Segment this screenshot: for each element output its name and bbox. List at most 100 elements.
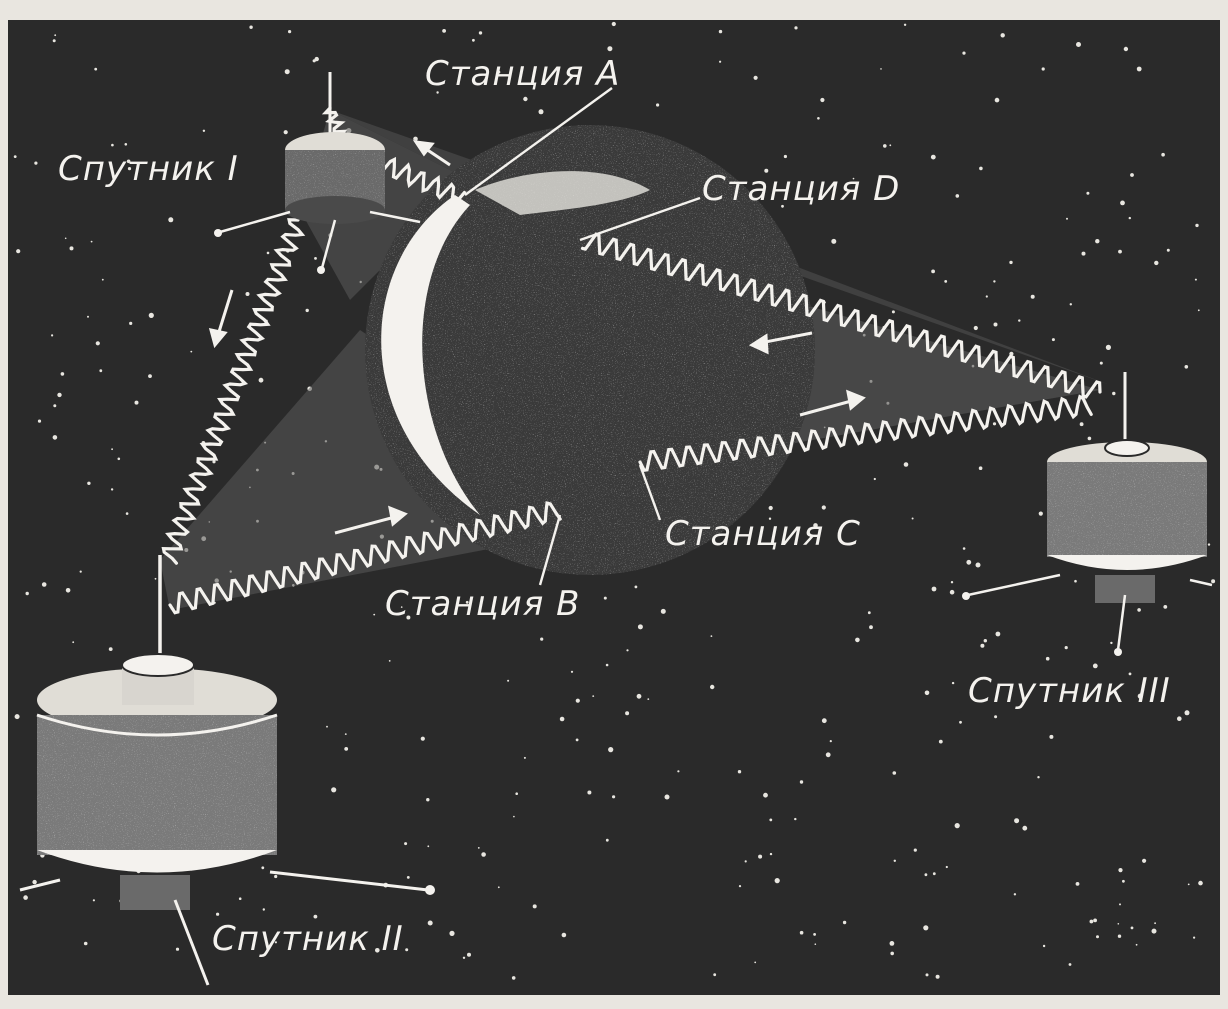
star xyxy=(570,670,574,673)
star xyxy=(110,488,114,491)
star xyxy=(57,392,62,398)
star xyxy=(975,562,981,568)
star xyxy=(603,596,607,600)
star xyxy=(710,684,715,690)
star xyxy=(993,322,998,327)
star xyxy=(1105,344,1111,350)
star xyxy=(202,129,206,132)
star xyxy=(1092,663,1098,669)
star xyxy=(388,660,391,662)
leader-lines xyxy=(464,87,701,586)
star xyxy=(913,848,917,852)
satellite-2 xyxy=(19,555,435,986)
star xyxy=(983,639,987,643)
star xyxy=(32,879,37,885)
star xyxy=(436,91,439,94)
star xyxy=(647,698,650,700)
star xyxy=(825,752,831,758)
star xyxy=(1041,67,1045,71)
star xyxy=(406,615,411,620)
leader-station-b xyxy=(538,514,562,586)
star xyxy=(1095,239,1100,244)
star xyxy=(758,854,763,859)
satellite-1 xyxy=(214,72,421,274)
star xyxy=(559,716,565,722)
star xyxy=(1154,260,1159,266)
star xyxy=(1193,936,1196,939)
star xyxy=(125,512,129,515)
star xyxy=(738,885,742,888)
star xyxy=(664,794,670,800)
star xyxy=(1128,672,1132,676)
label-station-c: Станция C xyxy=(665,514,861,554)
star xyxy=(867,611,871,615)
earth-lit-crescent xyxy=(381,195,480,515)
star xyxy=(1064,646,1068,650)
star xyxy=(1110,641,1113,645)
star xyxy=(966,559,972,565)
star xyxy=(1045,656,1050,661)
arrow-to-sat3 xyxy=(799,389,866,417)
star xyxy=(25,591,29,596)
star xyxy=(375,948,380,953)
star xyxy=(51,334,54,337)
star xyxy=(938,739,943,744)
star xyxy=(117,457,121,461)
star xyxy=(1075,882,1080,886)
label-satellite-3: Спутник III xyxy=(968,671,1171,711)
star xyxy=(274,941,277,944)
star xyxy=(23,895,28,900)
star xyxy=(931,586,937,592)
star xyxy=(781,204,784,208)
star xyxy=(1087,436,1092,441)
star xyxy=(60,372,65,376)
star xyxy=(148,312,154,318)
star xyxy=(148,374,152,378)
star xyxy=(945,865,948,869)
star xyxy=(979,166,983,171)
star xyxy=(869,625,873,630)
star xyxy=(611,21,616,27)
star xyxy=(799,930,804,935)
star xyxy=(880,68,882,70)
star xyxy=(1161,152,1165,157)
star xyxy=(34,161,38,165)
star xyxy=(477,847,480,849)
star xyxy=(1118,868,1123,873)
star xyxy=(79,570,82,573)
star xyxy=(65,588,71,593)
star xyxy=(935,974,940,979)
star xyxy=(959,720,962,724)
star xyxy=(406,876,410,879)
star xyxy=(1137,693,1143,699)
star xyxy=(52,39,56,43)
star xyxy=(1136,66,1142,72)
star xyxy=(1135,943,1138,946)
star xyxy=(1198,880,1203,886)
star xyxy=(472,38,475,42)
wave-sat1-to-sat2 xyxy=(161,218,306,565)
star xyxy=(677,770,680,773)
star xyxy=(607,46,613,52)
star xyxy=(954,823,960,829)
star xyxy=(1049,734,1054,739)
star xyxy=(1120,200,1125,206)
star xyxy=(893,859,896,862)
star xyxy=(523,756,526,759)
star xyxy=(1119,903,1121,906)
star xyxy=(931,269,935,274)
star xyxy=(1086,191,1090,195)
label-station-b: Станция B xyxy=(385,584,580,624)
star xyxy=(497,886,500,889)
star xyxy=(99,369,103,373)
star xyxy=(951,681,955,685)
star xyxy=(69,246,74,251)
star xyxy=(820,97,825,103)
star xyxy=(890,951,894,956)
star xyxy=(1166,248,1170,252)
star xyxy=(955,194,960,198)
star xyxy=(962,51,966,55)
star xyxy=(523,96,528,102)
star xyxy=(1211,579,1216,584)
